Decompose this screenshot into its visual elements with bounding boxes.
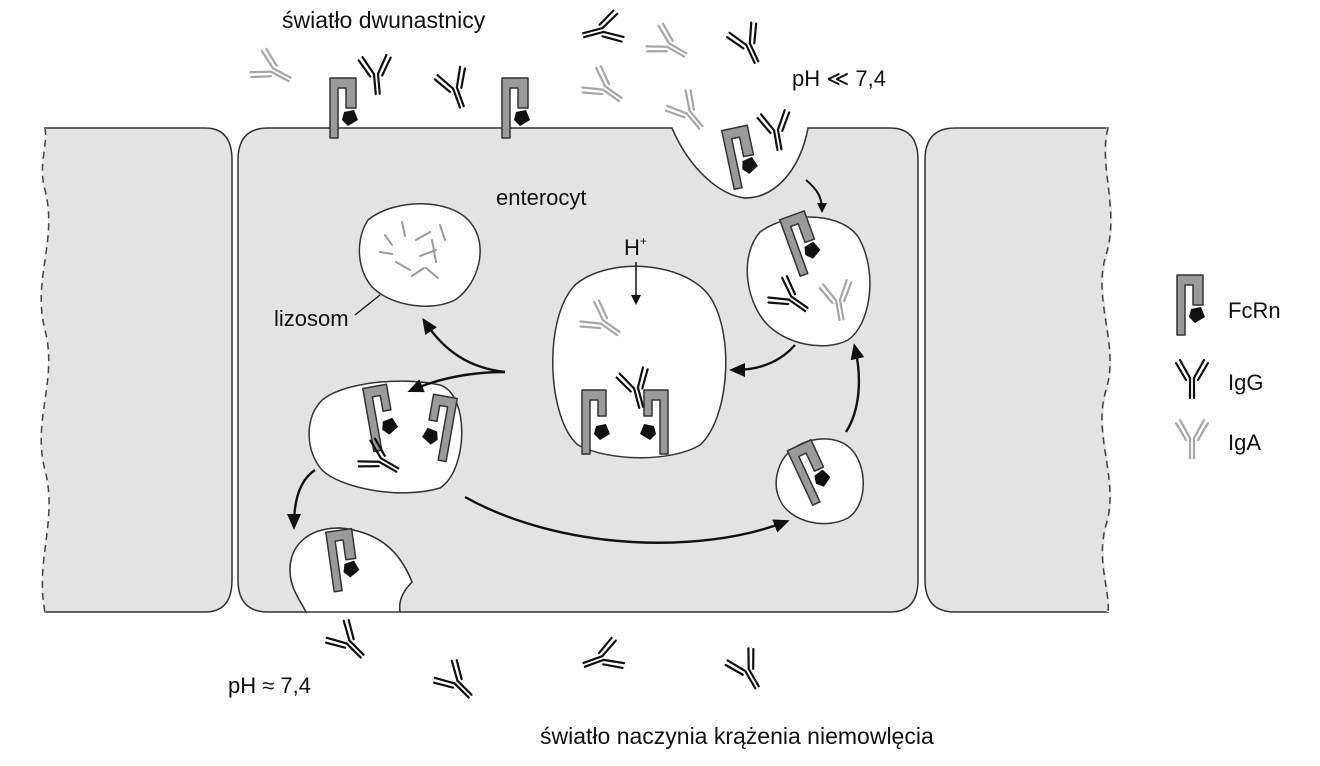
legend-iga-label: IgA bbox=[1228, 430, 1261, 455]
lysosome-vesicle bbox=[358, 203, 481, 307]
sorting-vesicle bbox=[308, 380, 463, 494]
legend-fcrn-label: FcRn bbox=[1228, 298, 1281, 323]
lysosome-label: lizosom bbox=[274, 306, 349, 331]
iga-antibody bbox=[643, 21, 695, 70]
igg-antibody bbox=[432, 64, 478, 114]
arrow-to-lysosome bbox=[422, 317, 506, 374]
legend-igg-icon bbox=[1174, 358, 1210, 400]
igg-antibody bbox=[577, 635, 627, 681]
left-cell-dashed-edge bbox=[40, 127, 51, 613]
left-neighbour-cell bbox=[40, 127, 233, 613]
endosome-large bbox=[552, 265, 727, 459]
proton-label: H+ bbox=[624, 234, 647, 260]
iga-antibody bbox=[578, 63, 631, 114]
igg-antibody bbox=[357, 53, 395, 97]
legend-iga-icon bbox=[1174, 418, 1210, 460]
legend-fcrn-icon bbox=[1176, 274, 1206, 336]
degraded-fragments bbox=[379, 221, 446, 279]
arrow-pit-to-early-endosome bbox=[805, 179, 827, 213]
enterocyte-label: enterocyt bbox=[496, 185, 587, 210]
right-cell-dash-overlay bbox=[1101, 127, 1112, 613]
proton-symbol: H bbox=[624, 235, 640, 260]
iga-antibody bbox=[247, 46, 299, 95]
legend: FcRn IgG IgA bbox=[1174, 274, 1281, 460]
igg-antibody bbox=[723, 645, 772, 697]
arrow-recycling-to-early bbox=[844, 343, 865, 433]
proton-charge: + bbox=[640, 234, 647, 248]
arrow-to-exocytosis bbox=[287, 469, 316, 530]
igg-antibody bbox=[322, 616, 375, 669]
igg-antibody bbox=[578, 8, 626, 52]
arrow-to-recycling bbox=[464, 495, 790, 544]
duodenum-lumen-label: światło dwunastnicy bbox=[282, 7, 486, 33]
pathway-arrows bbox=[287, 179, 865, 544]
arrow-early-to-large-endosome bbox=[729, 344, 796, 377]
ph-low-label: pH ≪ 7,4 bbox=[792, 66, 886, 91]
arrow-to-sorting-vesicle bbox=[407, 370, 506, 393]
right-neighbour-cell bbox=[924, 127, 1112, 613]
igg-antibody bbox=[430, 656, 483, 709]
lysosome-leader-line bbox=[354, 294, 381, 316]
apical-pit bbox=[671, 127, 809, 199]
ph-neutral-label: pH ≈ 7,4 bbox=[228, 673, 311, 698]
legend-igg-label: IgG bbox=[1228, 370, 1263, 395]
igg-antibody bbox=[724, 19, 773, 70]
vessel-lumen-label: światło naczynia krążenia niemowlęcia bbox=[540, 723, 934, 749]
